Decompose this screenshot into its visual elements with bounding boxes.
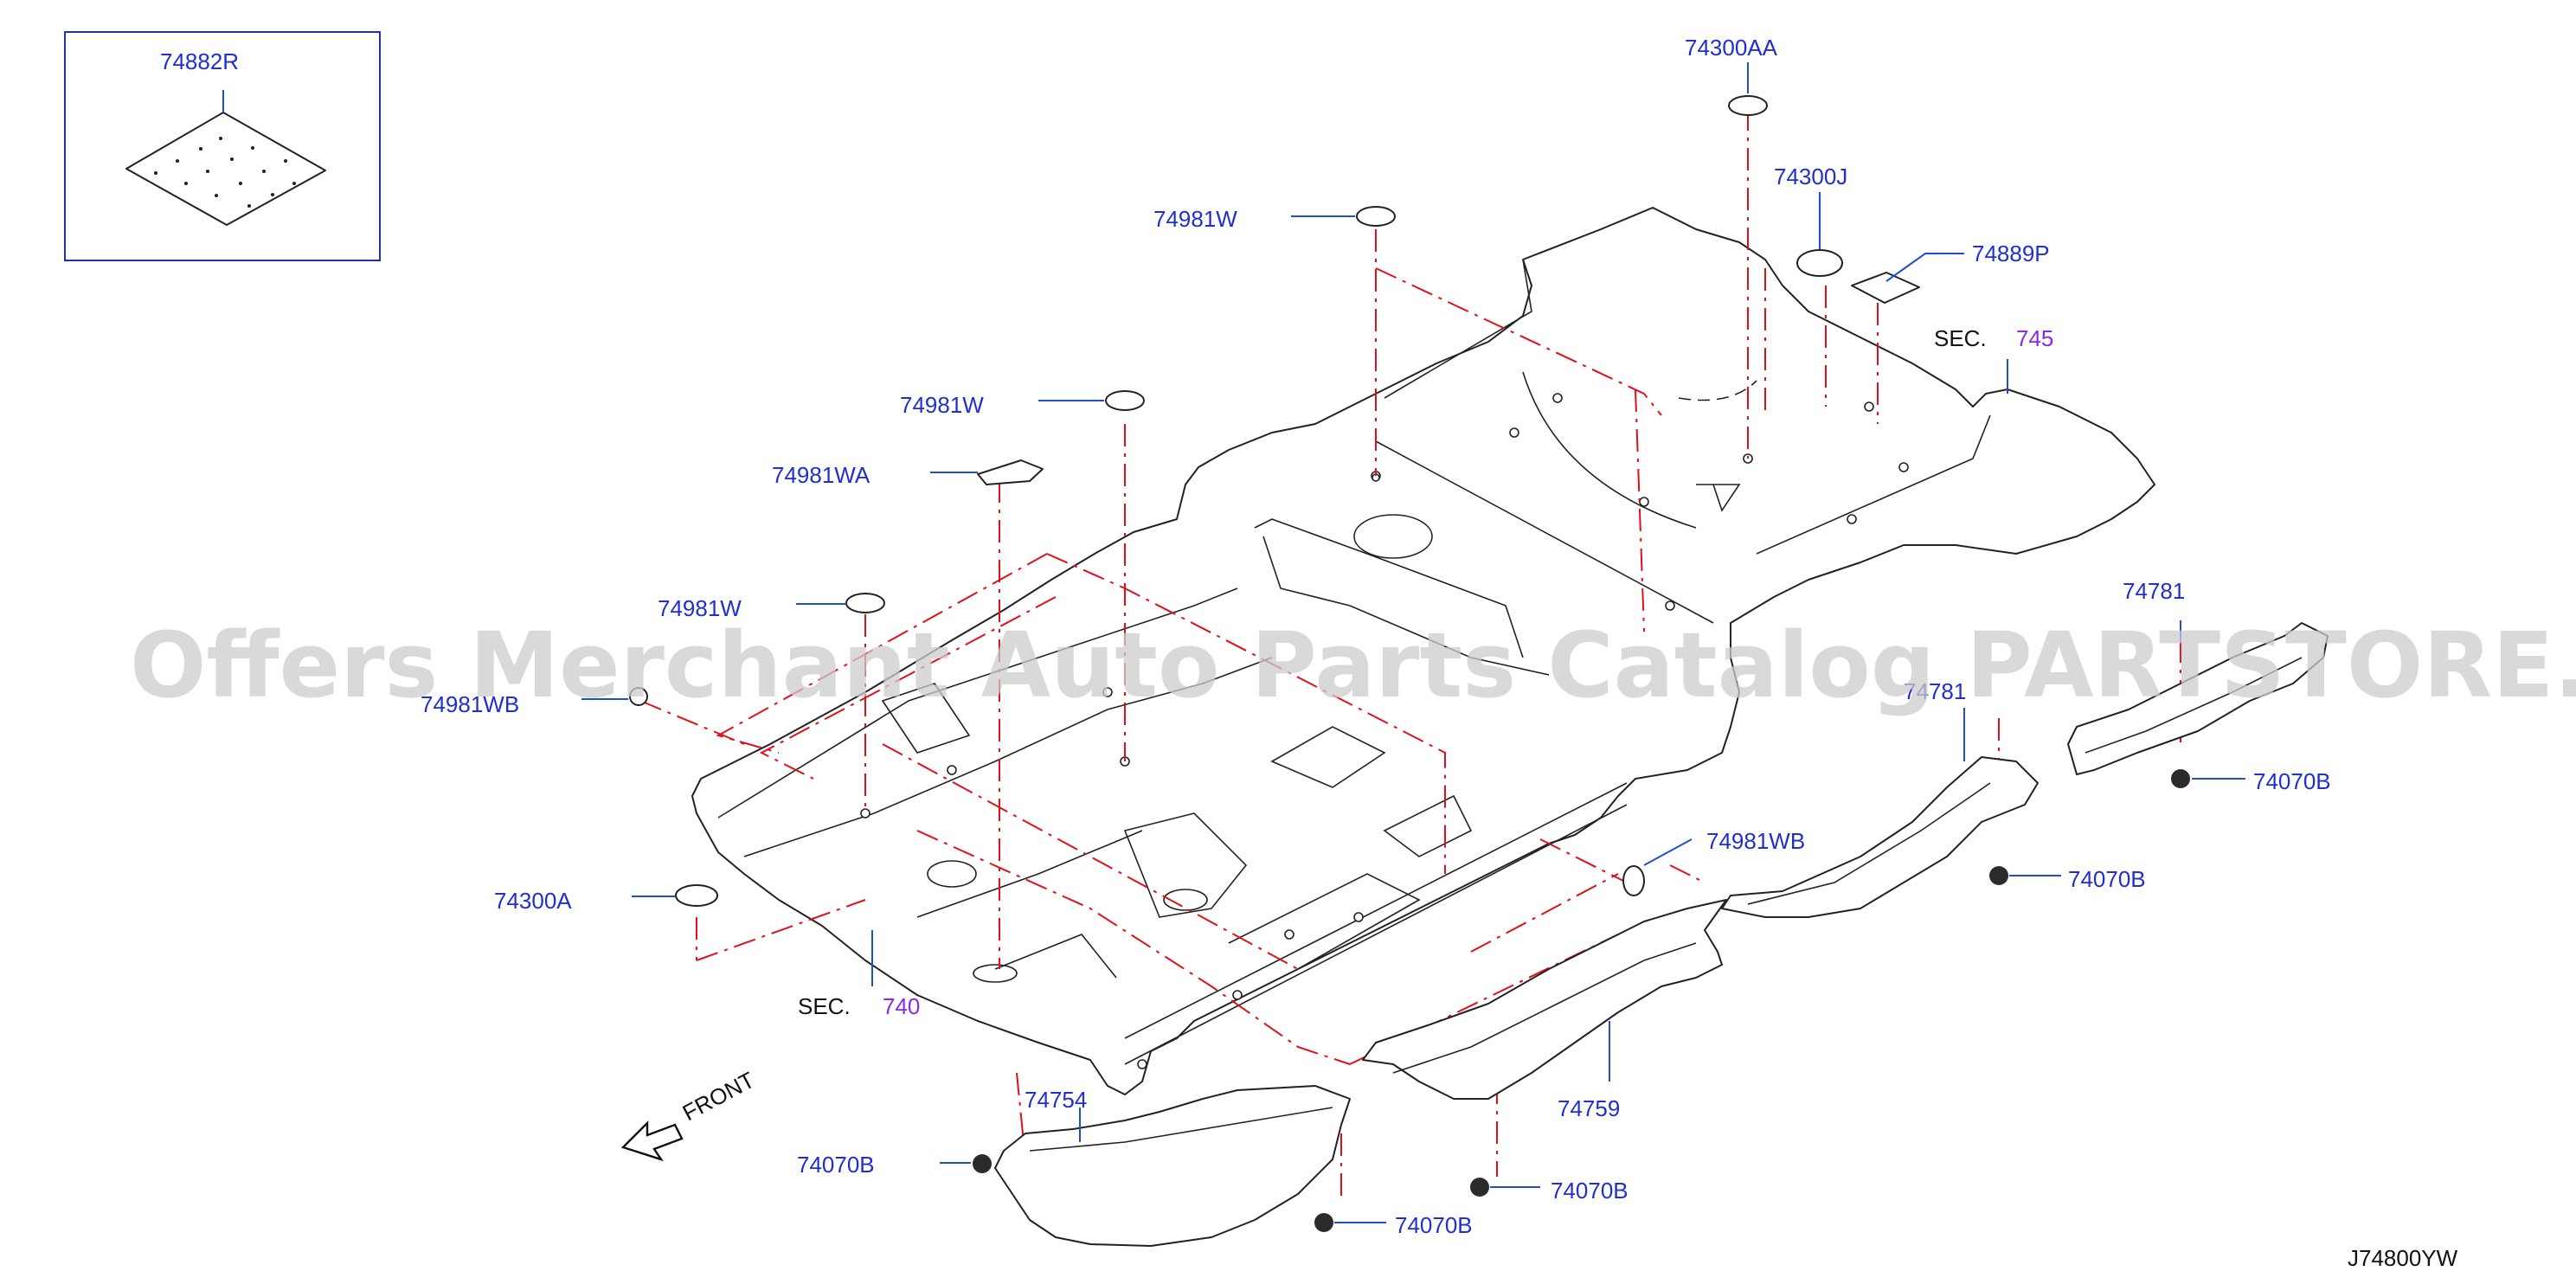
label-74754: 74754 bbox=[1025, 1087, 1087, 1113]
front-arrow: FRONT bbox=[620, 1067, 759, 1162]
label-74882R: 74882R bbox=[160, 48, 239, 74]
label-74781-upper: 74781 bbox=[2123, 578, 2185, 604]
label-74781-lower: 74781 bbox=[1904, 678, 1966, 704]
label-74070B-5: 74070B bbox=[1395, 1212, 1473, 1238]
label-74300J: 74300J bbox=[1774, 164, 1847, 189]
plug-74300AA[interactable] bbox=[1728, 95, 1768, 116]
plug-74981W-left[interactable] bbox=[845, 593, 885, 613]
label-74981WA: 74981WA bbox=[772, 462, 870, 488]
label-74981WB-left: 74981WB bbox=[421, 691, 519, 717]
label-74759: 74759 bbox=[1558, 1095, 1620, 1121]
floor-carpet-main[interactable] bbox=[691, 207, 2155, 1095]
drawing-number: J74800YW bbox=[2348, 1245, 2458, 1271]
inset-74882R[interactable]: 74882R bbox=[64, 31, 381, 261]
clip-74070B-4[interactable] bbox=[1470, 1178, 1489, 1197]
sec-740-prefix: SEC. bbox=[798, 993, 851, 1019]
callout-labels: 74300AA 74300J 74889P 74981W 74981W 7498… bbox=[421, 35, 2458, 1271]
clip-74070B-1[interactable] bbox=[2171, 769, 2190, 788]
insulator-74754[interactable] bbox=[994, 1085, 1351, 1247]
insulator-74759[interactable] bbox=[1362, 899, 1727, 1100]
insulator-74781-lower[interactable] bbox=[1721, 756, 2039, 918]
label-74981W-mid: 74981W bbox=[900, 392, 984, 418]
plug-74981W-mid[interactable] bbox=[1105, 390, 1145, 411]
plug-74300J[interactable] bbox=[1796, 249, 1843, 277]
label-74070B-2: 74070B bbox=[2068, 866, 2146, 892]
label-74070B-1: 74070B bbox=[2253, 768, 2331, 794]
label-74300AA: 74300AA bbox=[1685, 35, 1778, 61]
plug-74981WB-right[interactable] bbox=[1622, 865, 1645, 896]
clip-74070B-3[interactable] bbox=[973, 1154, 992, 1173]
label-74981W-top: 74981W bbox=[1153, 206, 1237, 232]
plug-74981W-top[interactable] bbox=[1356, 206, 1396, 227]
sec-740-number: 740 bbox=[883, 993, 920, 1019]
front-label: FRONT bbox=[678, 1067, 759, 1127]
watermark: Offers Merchant Auto Parts Catalog PARTS… bbox=[130, 613, 2576, 718]
label-74981W-left: 74981W bbox=[658, 595, 742, 621]
label-74981WB-right: 74981WB bbox=[1706, 828, 1805, 854]
label-74070B-4: 74070B bbox=[1551, 1178, 1628, 1204]
clip-74070B-5[interactable] bbox=[1314, 1213, 1333, 1232]
sec-745-prefix: SEC. bbox=[1934, 325, 1987, 351]
label-74070B-3: 74070B bbox=[797, 1152, 875, 1178]
label-74300A: 74300A bbox=[494, 888, 572, 914]
plug-74300A[interactable] bbox=[675, 884, 718, 907]
pad-74889P[interactable] bbox=[1851, 272, 1920, 304]
sec-745-number: 745 bbox=[2016, 325, 2053, 351]
plug-74981WB-left[interactable] bbox=[629, 687, 648, 706]
insulator-74781-upper[interactable] bbox=[2067, 622, 2329, 775]
label-74889P: 74889P bbox=[1972, 241, 2050, 266]
leader-lines bbox=[581, 62, 2245, 1223]
clip-74070B-2[interactable] bbox=[1989, 866, 2008, 885]
plug-74981WA[interactable] bbox=[977, 459, 1044, 485]
